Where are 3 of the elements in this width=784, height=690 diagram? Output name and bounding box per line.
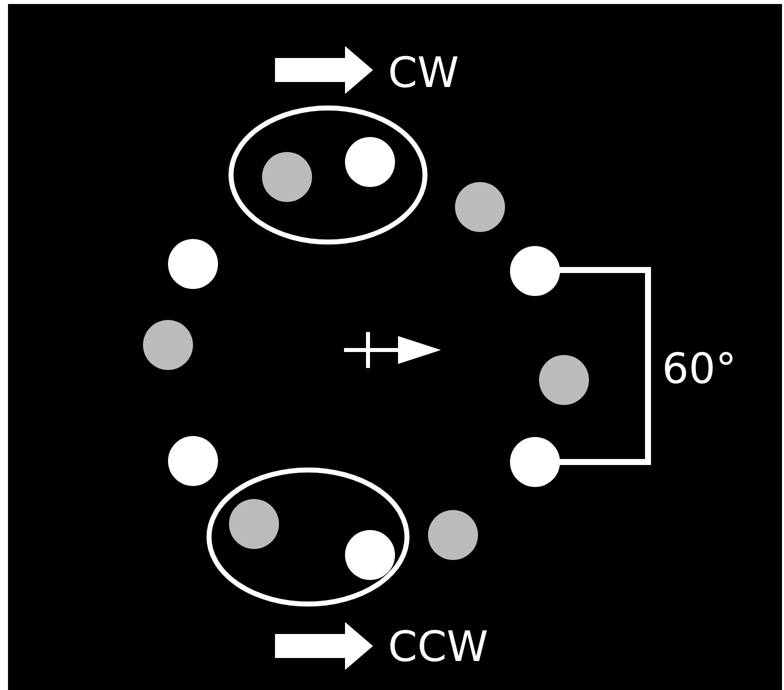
angle-label: 60° (662, 348, 736, 390)
direction-label: CCW (388, 626, 488, 668)
direction-label: CW (388, 52, 459, 94)
